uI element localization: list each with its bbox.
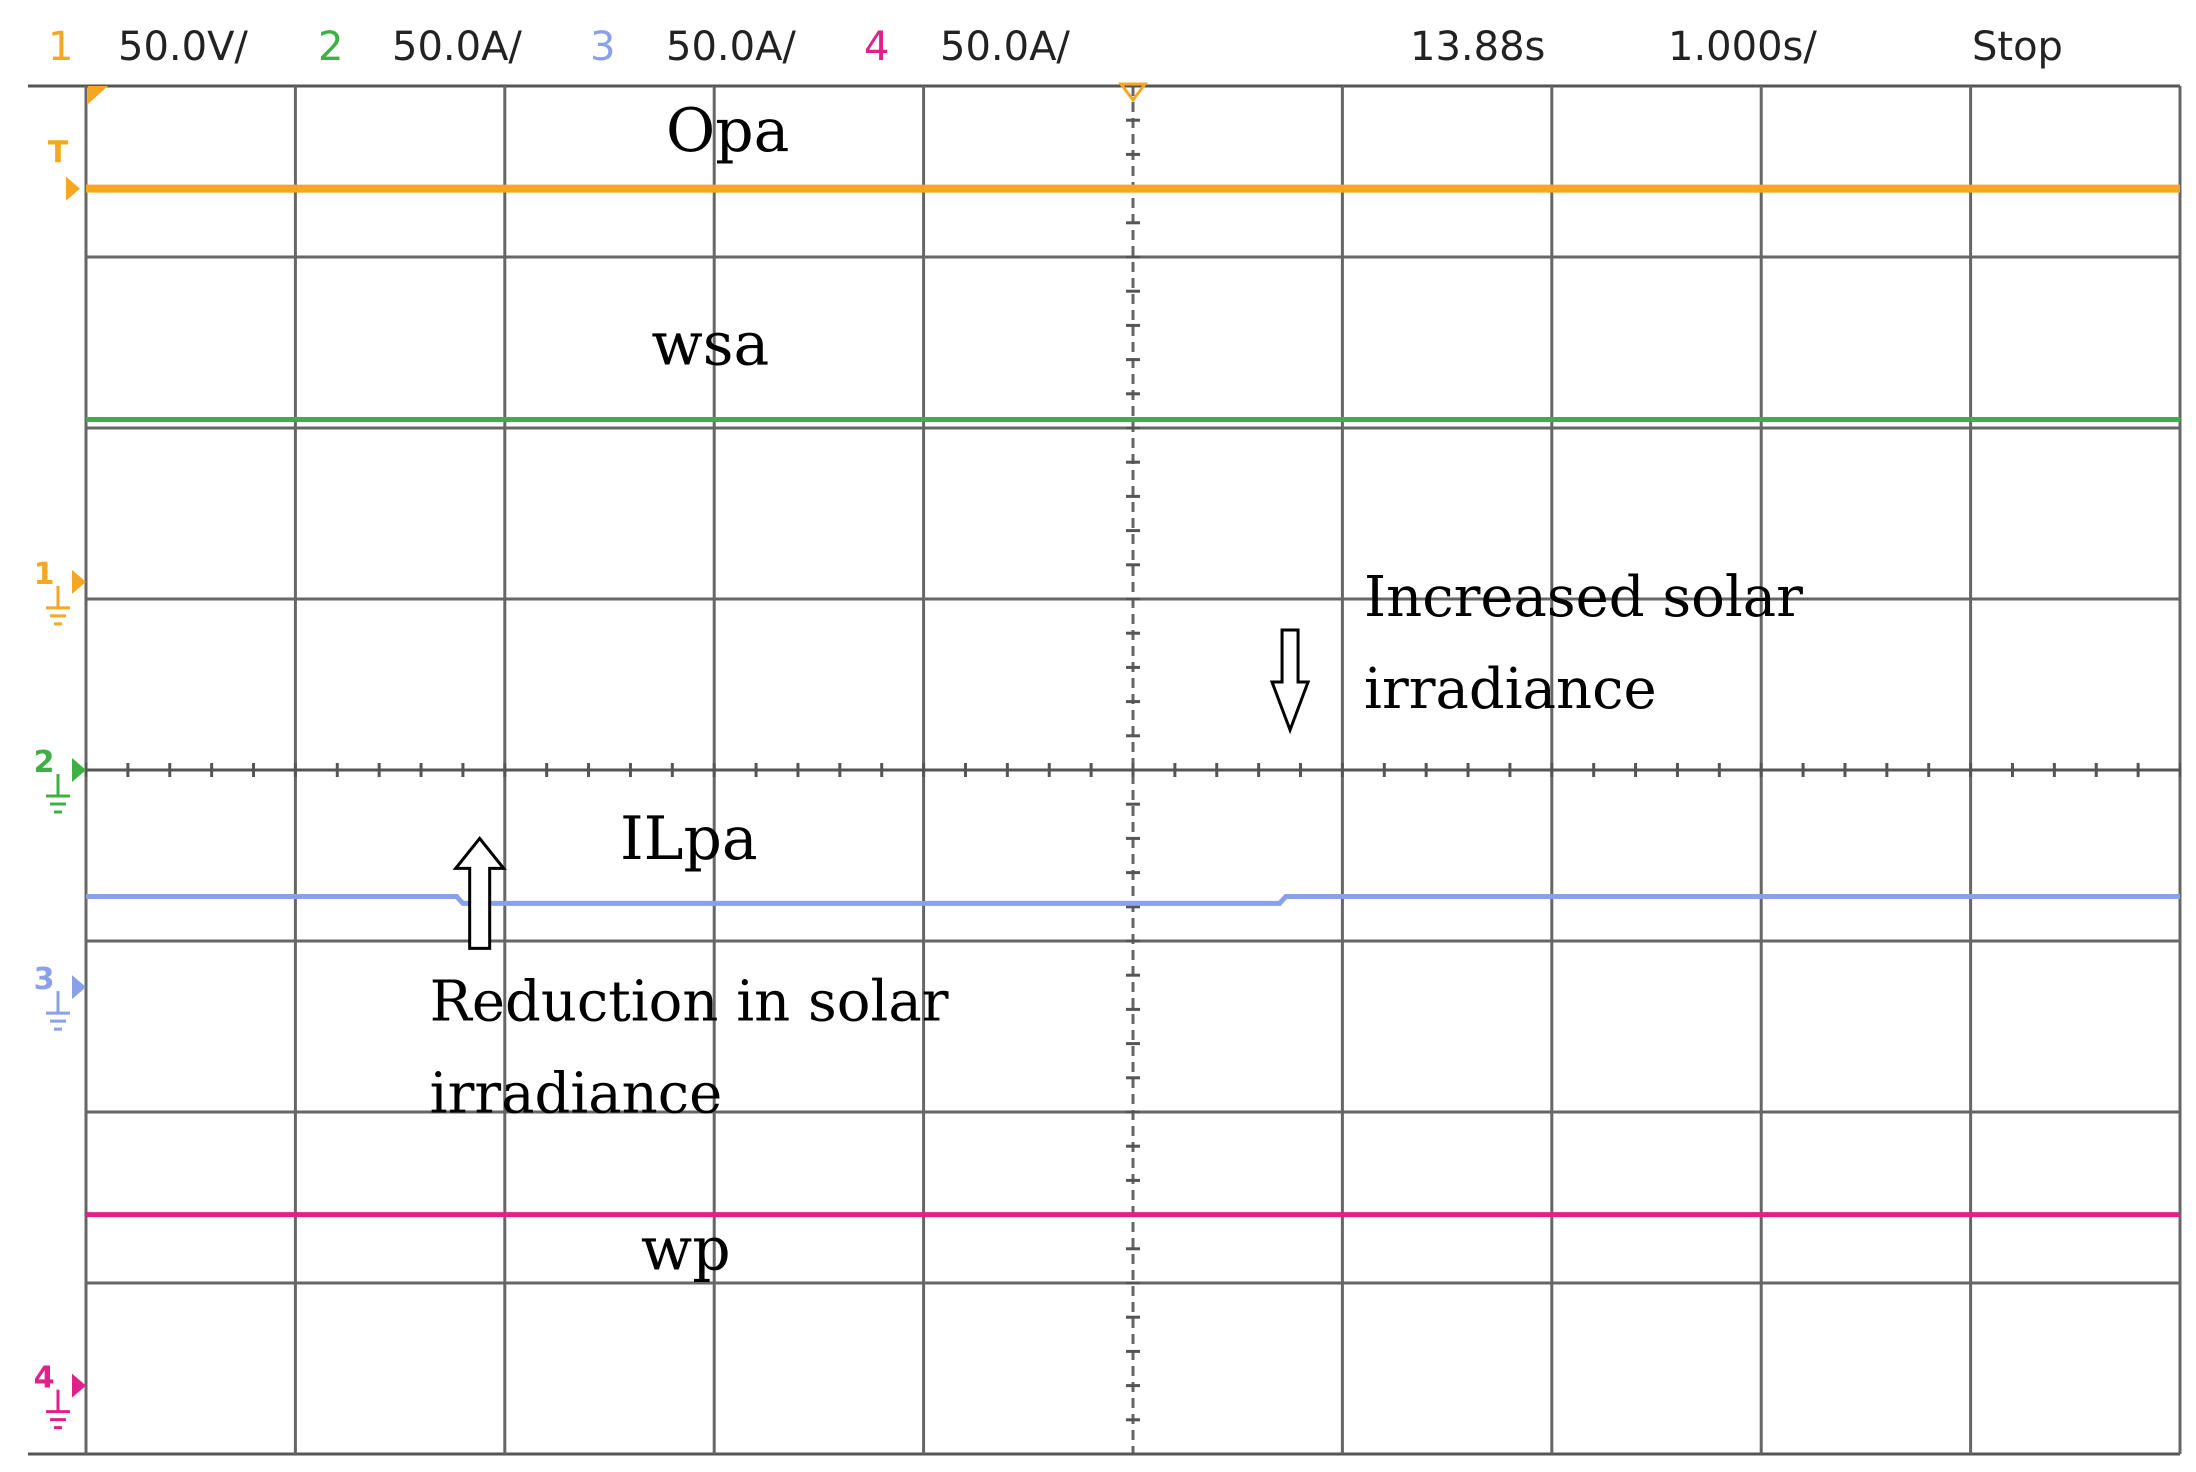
channel-4-scale: 50.0A/: [940, 24, 1070, 70]
channel-marker-label: 2: [34, 745, 55, 780]
run-state: Stop: [1972, 24, 2063, 70]
channel-marker-label: 4: [34, 1361, 55, 1396]
channel-arrow-icon: [72, 758, 86, 782]
series-label-ilpa: ILpa: [620, 804, 758, 874]
trigger-arrow-icon: [66, 176, 80, 201]
series-label-wsa: wsa: [651, 310, 769, 380]
channel-1-number: 1: [48, 24, 73, 70]
left-corner-icon: [88, 86, 108, 104]
series-label-opa: Opa: [666, 96, 789, 166]
channel-marker-3: 3: [34, 962, 86, 1031]
annotation-line: irradiance: [1364, 657, 1657, 722]
channel-2-number: 2: [318, 24, 343, 70]
down-arrow-icon: [1269, 628, 1311, 735]
channel-3-number: 3: [590, 24, 615, 70]
ground-icon: [46, 585, 70, 626]
channel-arrow-icon: [72, 569, 86, 594]
ground-icon: [46, 774, 70, 814]
trace-ilpa: [86, 894, 2180, 906]
annotation-line: irradiance: [430, 1061, 723, 1126]
time-position: 13.88s: [1410, 24, 1545, 70]
channel-marker-4: 4: [34, 1361, 86, 1430]
channel-marker-T: T: [48, 136, 80, 201]
channel-1-scale: 50.0V/: [118, 24, 248, 70]
annotation-line: Reduction in solar: [430, 969, 949, 1034]
channel-marker-label: 3: [34, 962, 55, 997]
channel-marker-1: 1: [34, 557, 86, 626]
channel-3-scale: 50.0A/: [666, 24, 796, 70]
axis-ticks: [84, 84, 2182, 1456]
channel-markers: T 1 2 3 4: [34, 136, 86, 1430]
waveform-traces: [86, 184, 2180, 1218]
trigger-position-icon: [1118, 82, 1148, 103]
annotation-0: Reduction in solar irradiance: [430, 835, 949, 1126]
channel-arrow-icon: [72, 975, 86, 1000]
series-label-wp: wp: [641, 1214, 731, 1284]
channel-4-number: 4: [864, 24, 889, 70]
status-bar: 1 50.0V/ 2 50.0A/ 3 50.0A/ 4 50.0A/ 13.8…: [48, 24, 2063, 70]
ground-icon: [46, 1389, 70, 1430]
channel-2-scale: 50.0A/: [392, 24, 522, 70]
channel-arrow-icon: [72, 1373, 86, 1398]
channel-marker-label: 1: [34, 557, 55, 592]
grid: [28, 82, 2182, 1456]
ground-icon: [46, 991, 70, 1031]
time-scale: 1.000s/: [1668, 24, 1817, 70]
trigger-level-label: T: [48, 136, 69, 171]
annotation-1: Increased solar irradiance: [1269, 565, 1803, 735]
up-arrow-icon: [452, 835, 507, 950]
annotation-line: Increased solar: [1364, 565, 1803, 630]
channel-marker-2: 2: [34, 745, 86, 814]
